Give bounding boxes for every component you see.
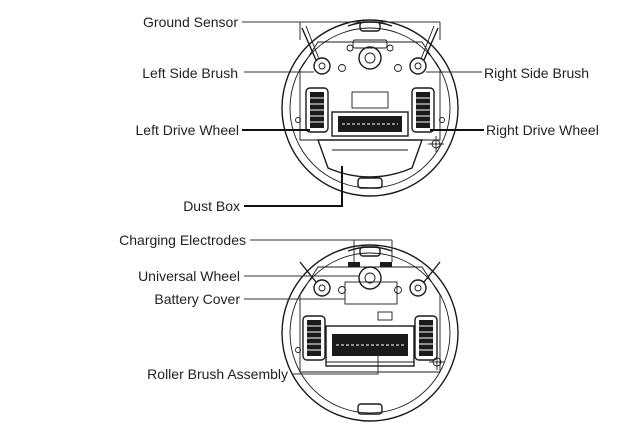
battery-cover-top [351, 91, 389, 109]
right-drive-wheel-top [411, 87, 435, 133]
label-right-side-brush: Right Side Brush [484, 65, 589, 81]
labels: Ground Sensor Left Side Brush Right Side… [119, 14, 599, 382]
dust-box [317, 139, 423, 189]
label-right-drive-wheel: Right Drive Wheel [486, 122, 599, 138]
battery-cover [344, 281, 398, 305]
label-battery-cover: Battery Cover [154, 291, 240, 307]
left-side-brush-bottom [299, 261, 331, 297]
ground-sensor-front [359, 21, 381, 32]
leader-dust-box [244, 166, 343, 207]
label-roller-brush-assembly: Roller Brush Assembly [147, 366, 288, 382]
label-dust-box: Dust Box [183, 198, 240, 214]
label-universal-wheel: Universal Wheel [138, 268, 240, 284]
robot-bottom-view-top [281, 19, 459, 197]
roller-brush-top [331, 111, 409, 137]
charging-electrode-left [348, 262, 360, 267]
charging-electrode-center [359, 246, 381, 257]
robot-body-outline [281, 244, 459, 422]
right-side-brush-top [409, 25, 439, 75]
left-drive-wheel-top [305, 87, 329, 133]
leader-lines [242, 21, 484, 375]
charging-electrode-right [380, 262, 392, 267]
universal-wheel-top [358, 46, 382, 70]
right-side-brush-bottom [409, 261, 441, 297]
label-ground-sensor: Ground Sensor [143, 14, 238, 30]
label-left-side-brush: Left Side Brush [142, 65, 238, 81]
left-side-brush-top [301, 25, 331, 75]
left-drive-wheel-bottom [302, 315, 326, 361]
label-left-drive-wheel: Left Drive Wheel [136, 122, 239, 138]
roller-brush-assembly [325, 325, 415, 367]
universal-wheel [358, 266, 382, 290]
robot-body-outline [281, 19, 459, 197]
robot-body-inner-rim [289, 252, 451, 414]
leader-roller-brush-assembly [292, 356, 379, 375]
right-drive-wheel-bottom [414, 315, 438, 361]
robot-bottom-view-bottom [281, 244, 459, 422]
label-charging-electrodes: Charging Electrodes [119, 232, 246, 248]
